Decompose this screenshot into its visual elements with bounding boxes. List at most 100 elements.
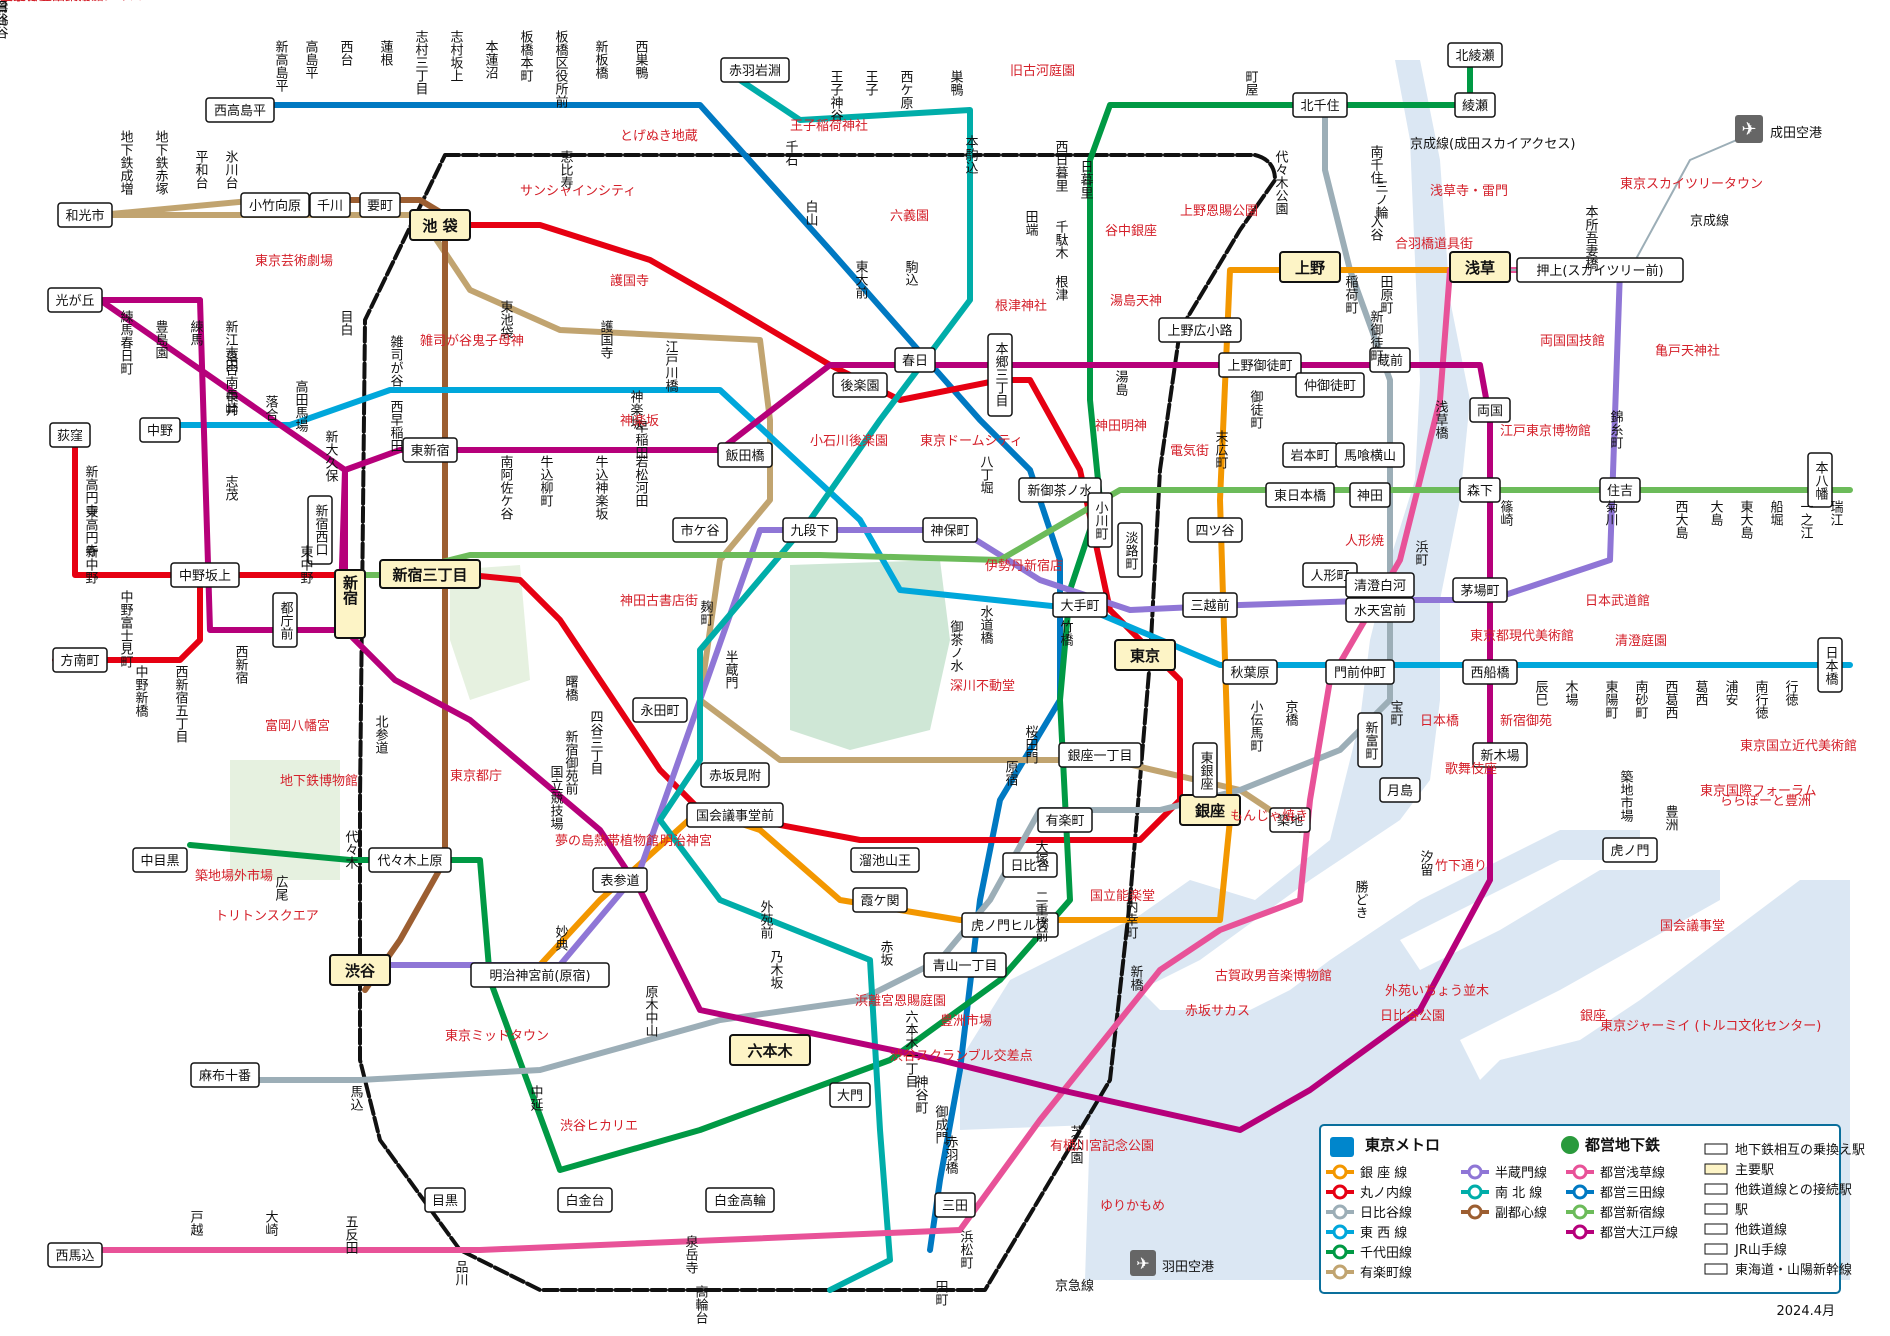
station-label[interactable]: 中野新橋	[133, 665, 149, 718]
landmark-label[interactable]: 築地場外市場	[195, 868, 273, 884]
transfer-station[interactable]: 西高島平	[205, 97, 275, 123]
station-ginza[interactable]: 銀座	[1179, 794, 1241, 826]
station-label[interactable]: 日暮里	[1078, 160, 1094, 199]
landmark-label[interactable]: ららぽーと豊洲	[1720, 794, 1811, 809]
station-label[interactable]: 西大島	[1673, 500, 1689, 539]
transfer-station[interactable]: 両国	[1469, 397, 1511, 423]
station-label[interactable]: 神谷町	[913, 1075, 929, 1114]
transfer-station[interactable]: 茅場町	[1452, 577, 1508, 603]
transfer-station[interactable]: 日比谷	[1002, 852, 1058, 878]
station-label[interactable]: 五反田	[343, 1215, 359, 1254]
station-label[interactable]: 宝町	[1388, 700, 1404, 726]
station-label[interactable]: 末広町	[1213, 430, 1229, 469]
station-label[interactable]: 板橋区役所前	[553, 30, 569, 108]
landmark-label[interactable]: 明治神宮	[660, 833, 712, 849]
landmark-label[interactable]: 古賀政男音楽博物館	[1215, 968, 1332, 984]
station-label[interactable]: 早稲田	[633, 420, 649, 459]
transfer-station[interactable]: 北綾瀬	[1447, 42, 1503, 68]
transfer-station[interactable]: 溜池山王	[850, 847, 920, 873]
station-label[interactable]: 本所吾妻橋	[1583, 205, 1599, 271]
transfer-station[interactable]: 月島	[1379, 777, 1421, 803]
landmark-label[interactable]: 国会議事堂	[1660, 919, 1725, 934]
station-label[interactable]: 東大島	[1738, 499, 1754, 539]
station-label[interactable]: 新中野	[83, 544, 99, 584]
station-label[interactable]: 地下鉄成増	[118, 130, 134, 195]
station-label[interactable]: 東大前	[853, 259, 869, 299]
station-label[interactable]: 中井	[223, 390, 239, 417]
station-label[interactable]: 西新宿五丁目	[173, 665, 189, 743]
transfer-station[interactable]: 虎ノ門ヒルズ	[961, 912, 1059, 938]
transfer-station[interactable]: 馬喰横山	[1335, 442, 1405, 468]
station-label[interactable]: 練馬	[188, 320, 204, 346]
station-roppongi[interactable]: 六本木	[729, 1034, 811, 1066]
landmark-label[interactable]: 日本武道館	[1585, 594, 1650, 609]
station-label[interactable]: 千石	[783, 140, 799, 166]
station-label[interactable]: 浜町	[1413, 540, 1429, 566]
landmark-label[interactable]: もんじゃ焼き	[1230, 809, 1308, 824]
transfer-station[interactable]: 東銀座	[1192, 742, 1218, 798]
landmark-label[interactable]: 神田古書店街	[620, 594, 698, 609]
landmark-label[interactable]: ゆりかもめ	[1100, 1199, 1165, 1214]
station-label[interactable]: 鶯谷	[0, 0, 8, 26]
station-label[interactable]: 日比谷	[0, 0, 8, 39]
transfer-station[interactable]: 西船橋	[1462, 659, 1518, 685]
station-label[interactable]: 菊川	[1603, 500, 1619, 526]
station-label[interactable]: 稲荷町	[1343, 275, 1359, 314]
station-label[interactable]: 蓮根	[378, 40, 394, 66]
station-label[interactable]: 二重橋前	[1033, 890, 1049, 942]
station-label[interactable]: 地下鉄赤塚	[153, 130, 169, 195]
landmark-label[interactable]: 日本橋	[1420, 714, 1459, 729]
transfer-station[interactable]: 春日	[894, 347, 936, 373]
station-label[interactable]: 代々木	[343, 830, 359, 869]
transfer-station[interactable]: 中野	[139, 417, 181, 443]
transfer-station[interactable]: 水天宮前	[1345, 597, 1415, 623]
transfer-station[interactable]: 日本橋	[1817, 637, 1843, 693]
landmark-label[interactable]: 雑司が谷鬼子母神	[420, 333, 524, 349]
station-label[interactable]: 志村坂上	[448, 30, 464, 82]
transfer-station[interactable]: 表参道	[592, 867, 648, 893]
station-label[interactable]: 四谷三丁目	[588, 710, 604, 775]
station-label[interactable]: 護国寺	[598, 319, 614, 359]
transfer-station[interactable]: 本郷三丁目	[987, 333, 1013, 417]
transfer-station[interactable]: 代々木上原	[368, 847, 452, 873]
station-label[interactable]: 王子	[863, 70, 879, 96]
station-label[interactable]: 新大久保	[323, 429, 339, 482]
landmark-label[interactable]: 東京タワー	[0, 0, 65, 4]
transfer-station[interactable]: 新富町	[1357, 712, 1383, 768]
station-label[interactable]: 御成門	[933, 1105, 949, 1145]
landmark-label[interactable]: 人形焼	[1345, 534, 1384, 549]
station-label[interactable]: 恵比寿	[558, 150, 574, 189]
station-label[interactable]: 北参道	[373, 715, 389, 754]
station-label[interactable]: 南阿佐ケ谷	[498, 454, 514, 520]
station-label[interactable]: 東中野	[298, 544, 314, 584]
transfer-station[interactable]: 荻窪	[49, 422, 91, 448]
landmark-label[interactable]: 王子稲荷神社	[790, 118, 868, 134]
station-label[interactable]: 王子神谷	[828, 70, 844, 122]
station-ikebukuro[interactable]: 池 袋	[409, 209, 471, 241]
transfer-station[interactable]: 新木場	[1472, 742, 1528, 768]
transfer-station[interactable]: 蔵前	[1369, 347, 1411, 373]
transfer-station[interactable]: 永田町	[632, 697, 688, 723]
station-label[interactable]: 東高円寺	[83, 504, 99, 557]
station-label[interactable]: 乃木坂	[768, 950, 784, 989]
landmark-label[interactable]: 銀座	[1580, 1009, 1606, 1024]
station-label[interactable]: 東池袋	[498, 299, 514, 339]
transfer-station[interactable]: 後楽園	[832, 372, 888, 398]
station-label[interactable]: 湯島	[1113, 370, 1129, 396]
transfer-station[interactable]: 虎ノ門	[1602, 837, 1658, 863]
landmark-label[interactable]: 日比谷公園	[1380, 1009, 1445, 1024]
transfer-station[interactable]: 大門	[829, 1082, 871, 1108]
landmark-label[interactable]: 神田明神	[1095, 419, 1147, 434]
station-label[interactable]: 中延	[528, 1085, 544, 1112]
landmark-label[interactable]: 両国国技館	[1540, 334, 1605, 349]
transfer-station[interactable]: 白金高輪	[705, 1187, 775, 1213]
landmark-label[interactable]: 電気街	[1170, 443, 1209, 459]
station-label[interactable]: 国立競技場	[548, 765, 564, 830]
landmark-label[interactable]: 東京都庁	[450, 768, 502, 784]
station-label[interactable]: 新高島平	[273, 39, 289, 92]
transfer-station[interactable]: 飯田橋	[717, 442, 773, 468]
station-label[interactable]: 西日暮里	[1053, 140, 1069, 192]
station-label[interactable]: 八丁堀	[978, 455, 994, 494]
station-label[interactable]: 駒込	[903, 260, 919, 286]
landmark-label[interactable]: 東京スカイツリータウン	[1620, 176, 1763, 192]
